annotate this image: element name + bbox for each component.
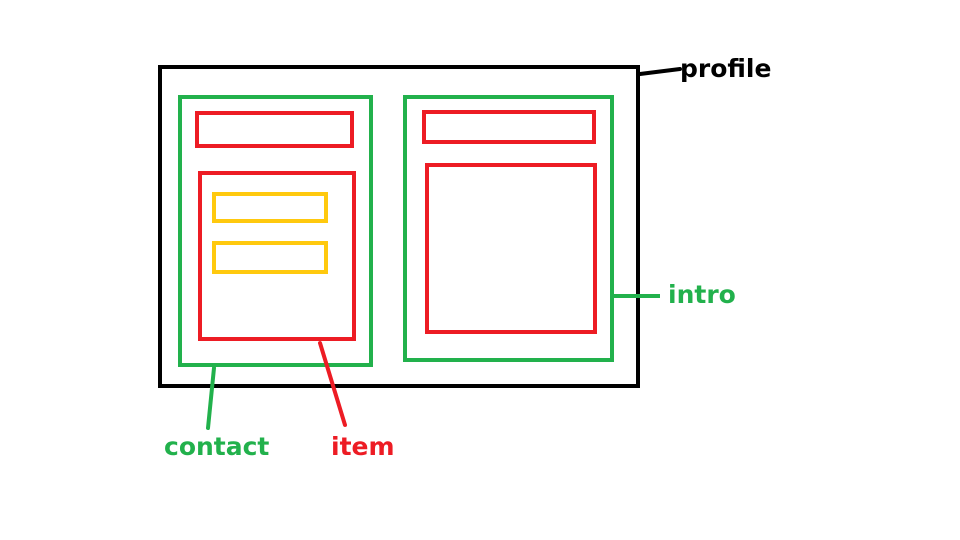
profile-leader-line	[638, 67, 682, 76]
intro-box	[403, 95, 614, 362]
contact-item-box	[198, 171, 356, 341]
item-label: item	[331, 432, 395, 461]
contact-field-1	[212, 192, 328, 223]
intro-body-item	[425, 163, 597, 334]
profile-box	[158, 65, 640, 388]
item-leader-line	[318, 341, 347, 427]
contact-header-item	[195, 111, 354, 148]
contact-leader-line	[206, 366, 216, 430]
profile-label: profile	[680, 54, 772, 83]
contact-box	[178, 95, 373, 367]
intro-header-item	[422, 110, 596, 144]
contact-field-2	[212, 241, 328, 274]
contact-label: contact	[164, 432, 270, 461]
intro-label: intro	[668, 280, 736, 309]
